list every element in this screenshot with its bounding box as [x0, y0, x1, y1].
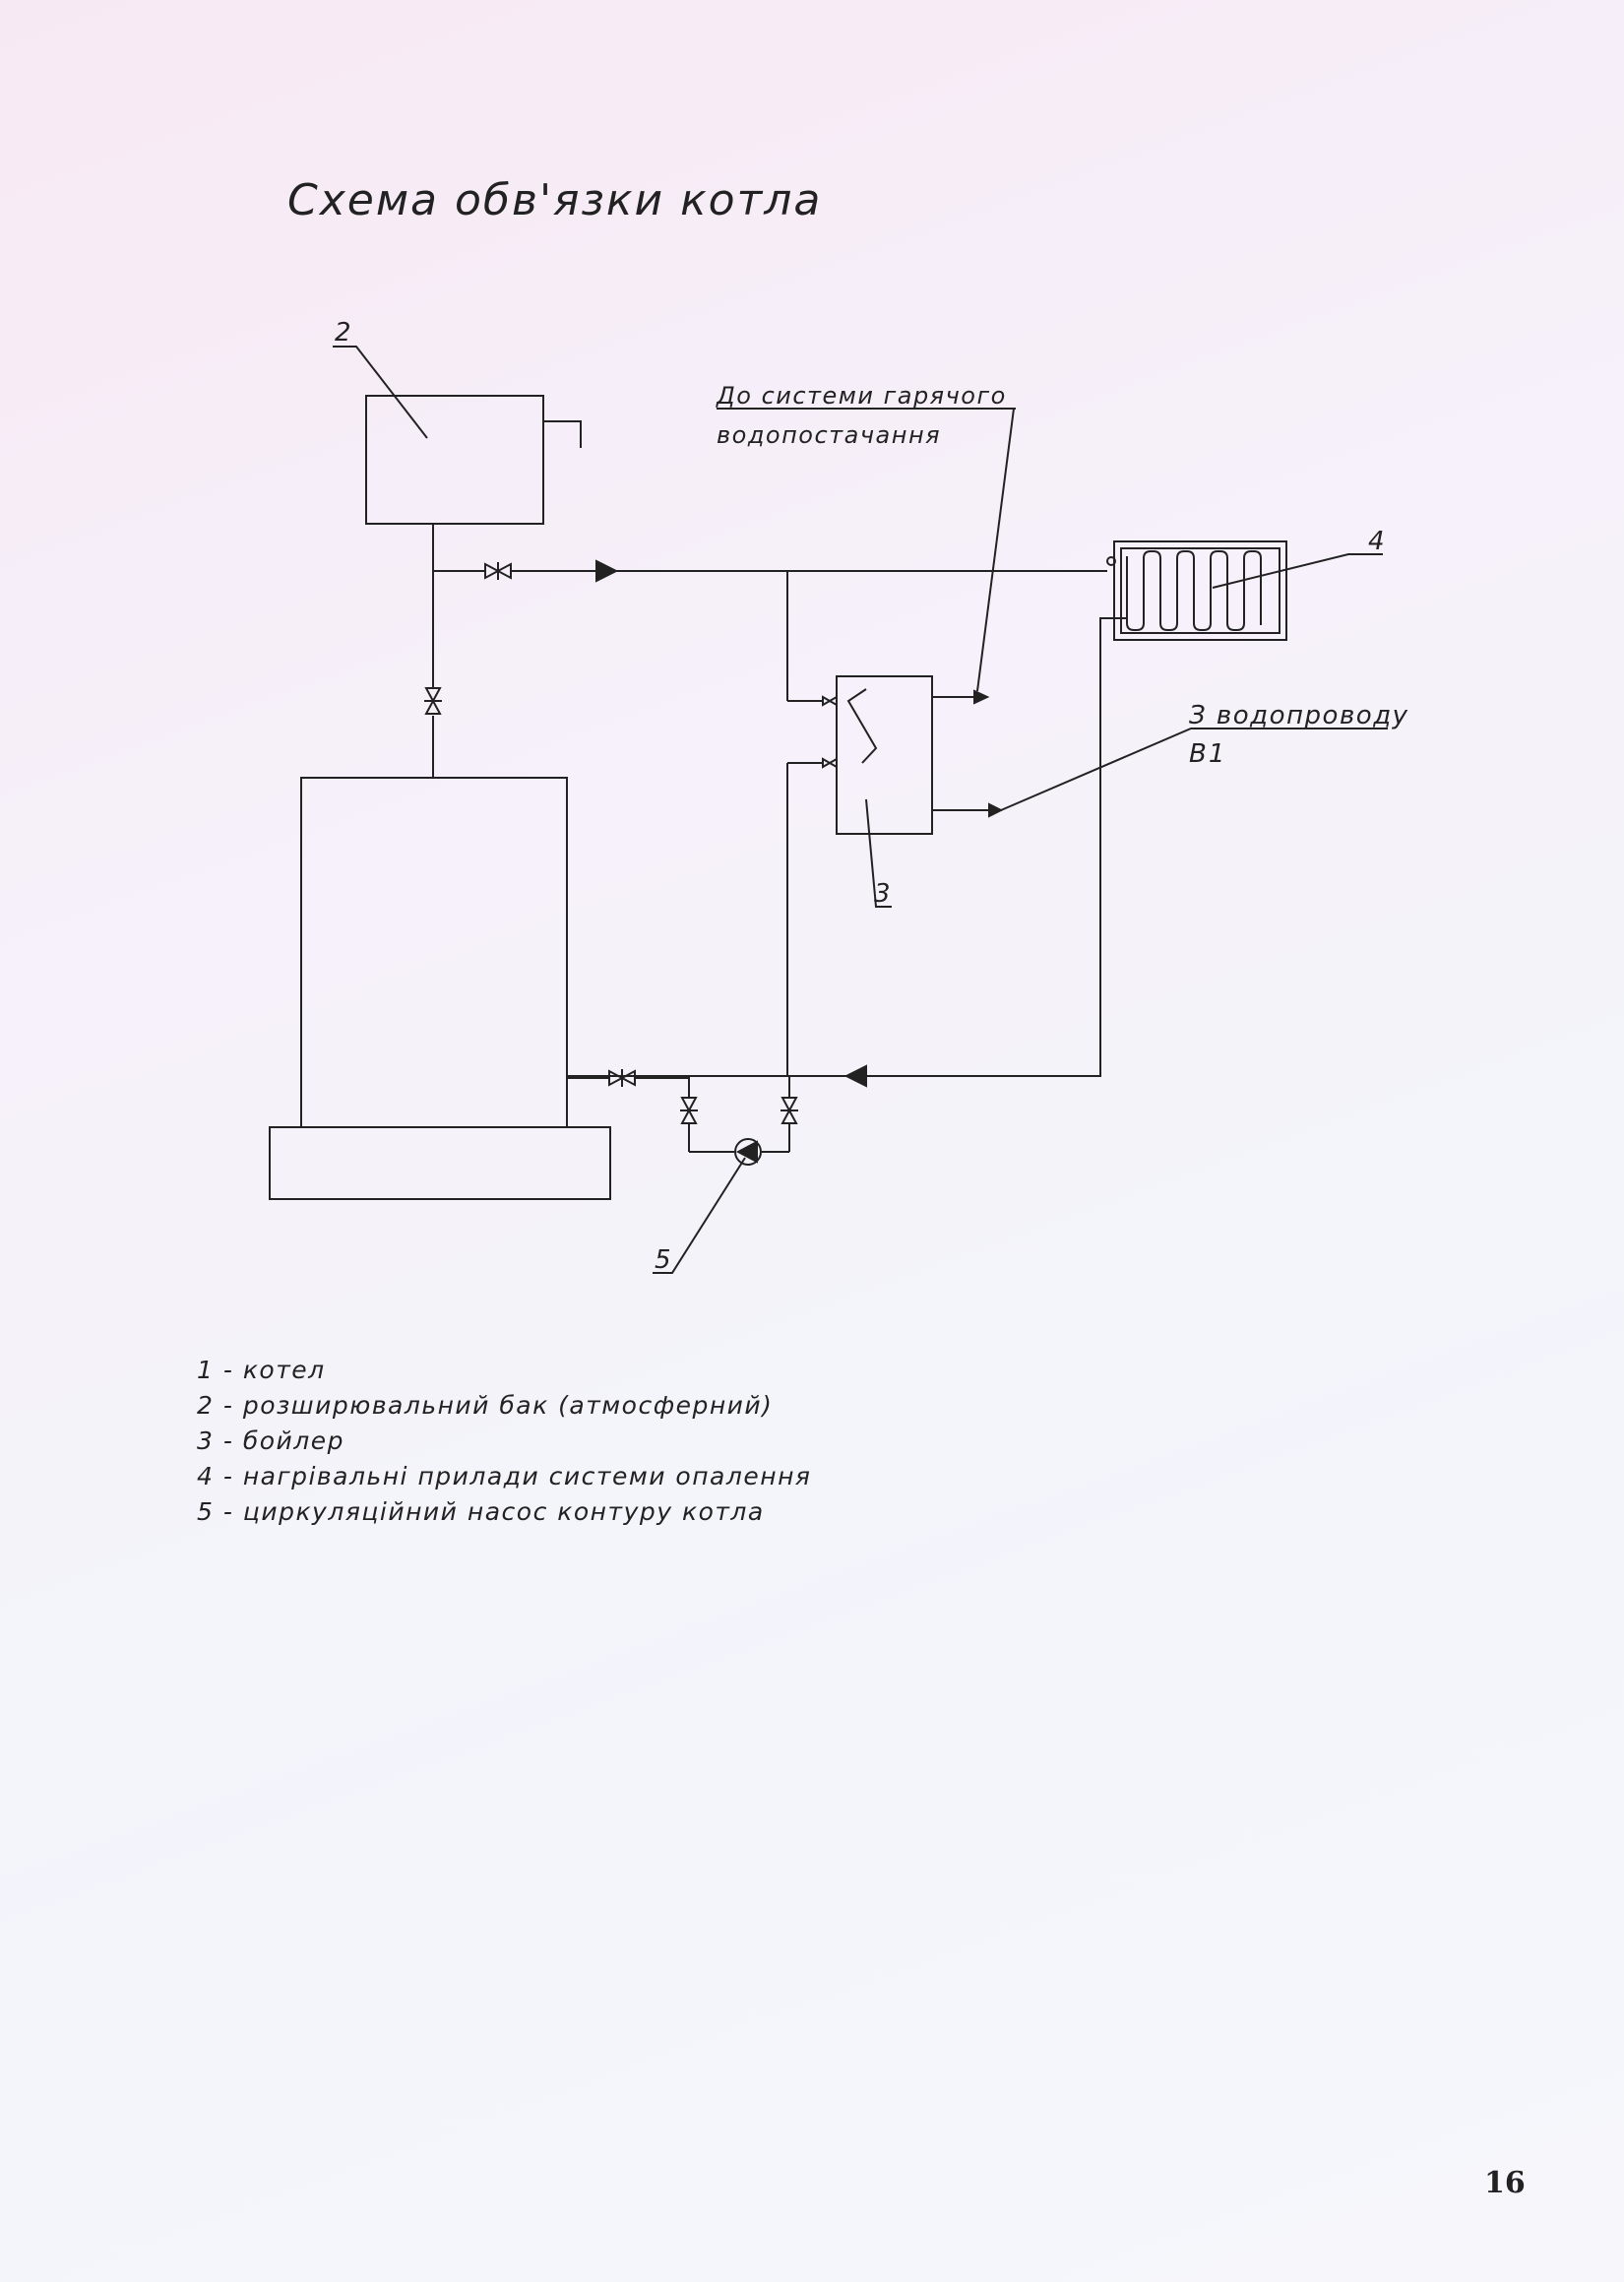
callout-leader-tank: [333, 346, 428, 439]
legend-item: 1 - котел: [197, 1356, 326, 1384]
callout-leader-heater: [865, 798, 892, 908]
radiator: [1106, 540, 1287, 641]
heater-supply-branch: [786, 571, 823, 1076]
supply-valve: [484, 562, 512, 580]
water-main-label-line2: В1: [1189, 739, 1226, 769]
expansion-tank: [365, 395, 544, 525]
pump-valve-left: [680, 1097, 698, 1124]
callout-leader-radiator: [1212, 553, 1383, 589]
callout-number-tank: 2: [335, 318, 351, 348]
hot-water-outlet-arrow: [973, 689, 990, 705]
hot-water-leader: [976, 408, 1015, 692]
callout-leader-pump: [653, 1157, 746, 1274]
heater-valve-top: [822, 695, 838, 707]
cold-water-inlet-arrow: [988, 802, 1004, 818]
callout-number-radiator: 4: [1368, 527, 1385, 556]
heater-valve-bottom: [822, 757, 838, 769]
callout-number-pump: 5: [655, 1245, 671, 1275]
legend-item: 3 - бойлер: [197, 1426, 345, 1455]
page-number: 16: [1484, 2166, 1526, 2200]
water-main-leader: [1000, 728, 1388, 811]
legend-item: 5 - циркуляційний насос контуру котла: [197, 1497, 765, 1526]
return-flow-arrow: [843, 1064, 867, 1088]
circulation-pump: [734, 1138, 762, 1166]
supply-flow-arrow: [595, 559, 619, 583]
boiler-piping-diagram: 2 4 3 5 До системи гарячого водопостачан…: [269, 318, 1409, 1275]
heater-coil: [846, 688, 878, 764]
legend-list: 1 - котел 2 - розширювальний бак (атмосф…: [197, 1353, 811, 1530]
hot-water-label-line2: водопостачання: [717, 421, 941, 449]
legend-item: 2 - розширювальний бак (атмосферний): [197, 1391, 774, 1420]
return-pipe: [567, 617, 1127, 1077]
tank-overflow-pipe: [543, 420, 582, 448]
tank-valve-vertical: [424, 687, 442, 715]
hot-water-label-line1: До системи гарячого: [716, 382, 1007, 410]
page-title: Схема обв'язки котла: [287, 175, 823, 225]
callout-number-heater: 3: [874, 879, 891, 909]
boiler-heater: [836, 675, 933, 835]
water-main-label-line1: З водопроводу: [1189, 701, 1409, 730]
pump-valve-right: [781, 1097, 798, 1124]
boiler-base: [269, 1126, 611, 1200]
pump-bypass-pipe: [688, 1076, 790, 1153]
legend-item: 4 - нагрівальні прилади системи опалення: [197, 1462, 812, 1490]
boiler-return-valve: [608, 1069, 636, 1087]
boiler-body: [300, 777, 568, 1128]
